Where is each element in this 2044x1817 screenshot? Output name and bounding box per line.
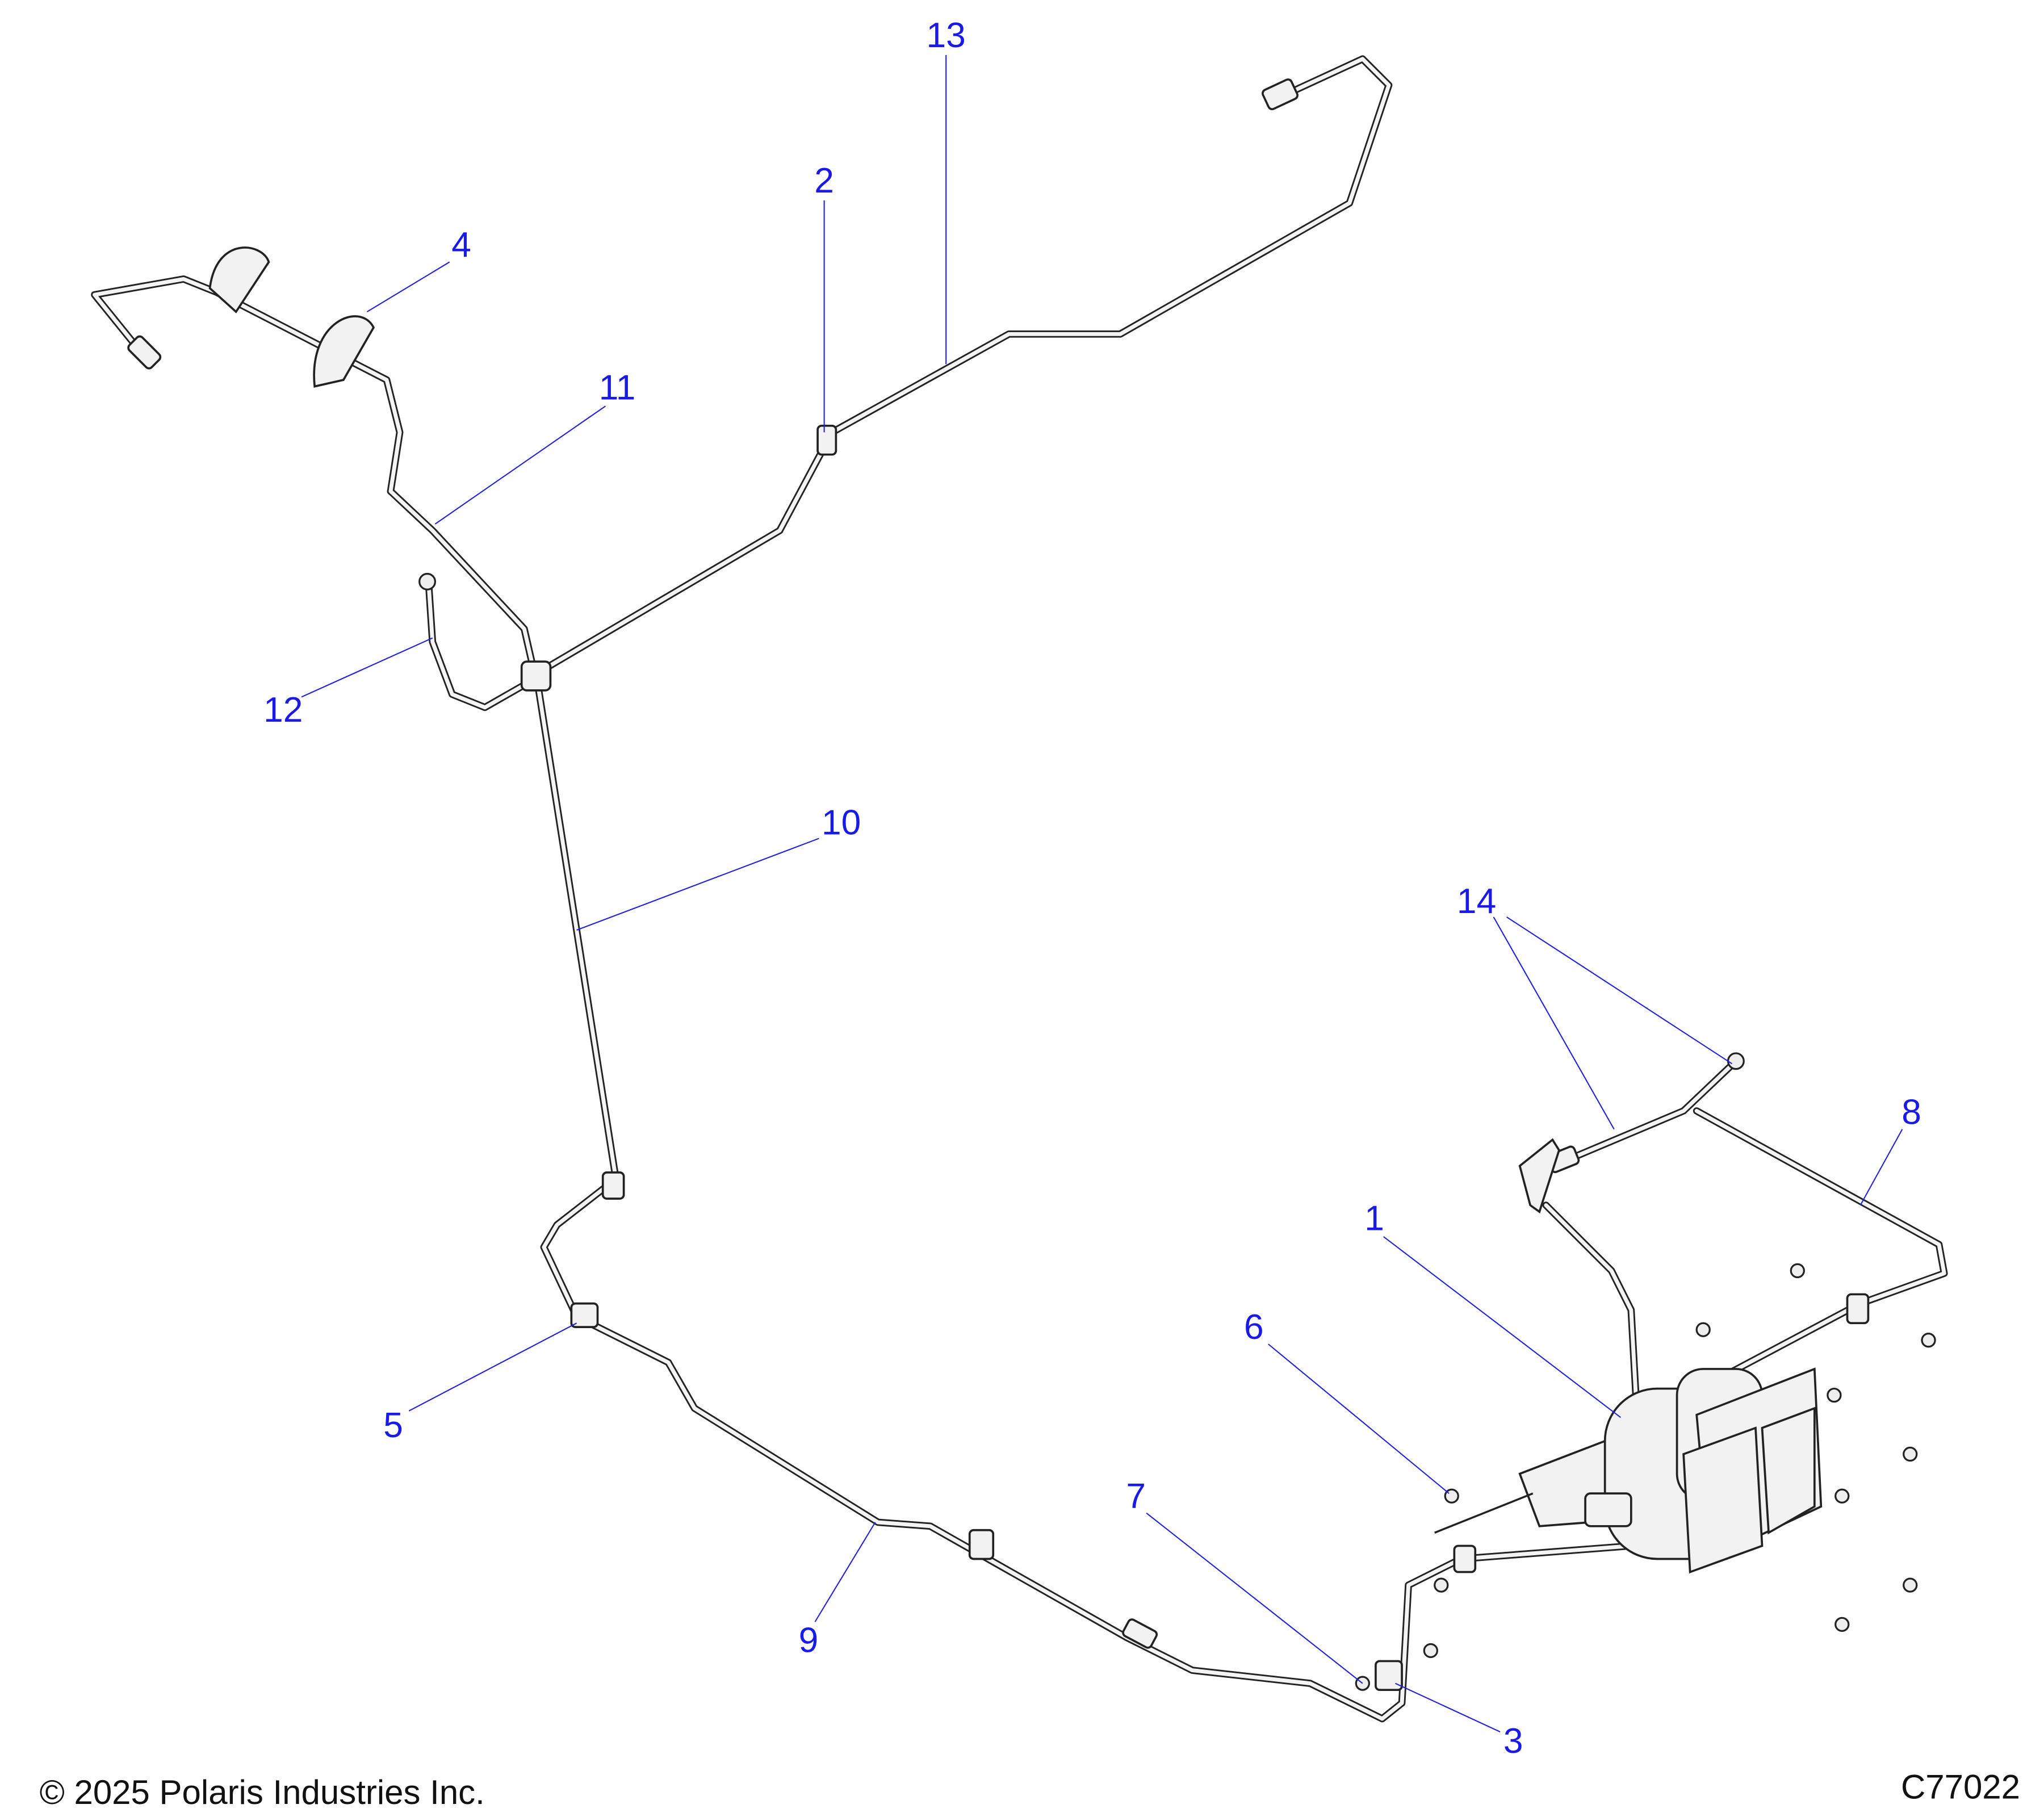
brake-line-main [534, 677, 1635, 1723]
brake-line-upper-left [91, 275, 539, 679]
callout-12: 12 [263, 690, 303, 730]
brake-hose-14 [1546, 1052, 1745, 1174]
callout-1: 1 [1364, 1199, 1384, 1238]
callout-6: 6 [1244, 1308, 1264, 1347]
callout-7: 7 [1126, 1477, 1146, 1516]
brake-line-12 [418, 572, 535, 711]
pedal-cable [1518, 1138, 1641, 1432]
master-cylinder [1434, 1367, 1823, 1574]
figure-id: C77022 [1901, 1768, 2020, 1806]
callout-8: 8 [1901, 1093, 1921, 1132]
brake-line-8 [1647, 1107, 1948, 1419]
callout-2: 2 [814, 161, 834, 200]
callout-9: 9 [799, 1621, 819, 1660]
callout-3: 3 [1503, 1722, 1523, 1761]
fasteners [1355, 1263, 1936, 1691]
clips [127, 78, 1870, 1692]
callout-11: 11 [599, 369, 636, 408]
callout-13: 13 [927, 16, 966, 55]
callout-10: 10 [822, 803, 861, 843]
callout-5: 5 [383, 1406, 403, 1445]
copyright-text: © 2025 Polaris Industries Inc. [40, 1773, 485, 1811]
brake-line-upper-right [531, 55, 1393, 679]
callout-14: 14 [1457, 882, 1496, 921]
leader-lines [301, 55, 1903, 1732]
callout-4: 4 [451, 225, 471, 265]
